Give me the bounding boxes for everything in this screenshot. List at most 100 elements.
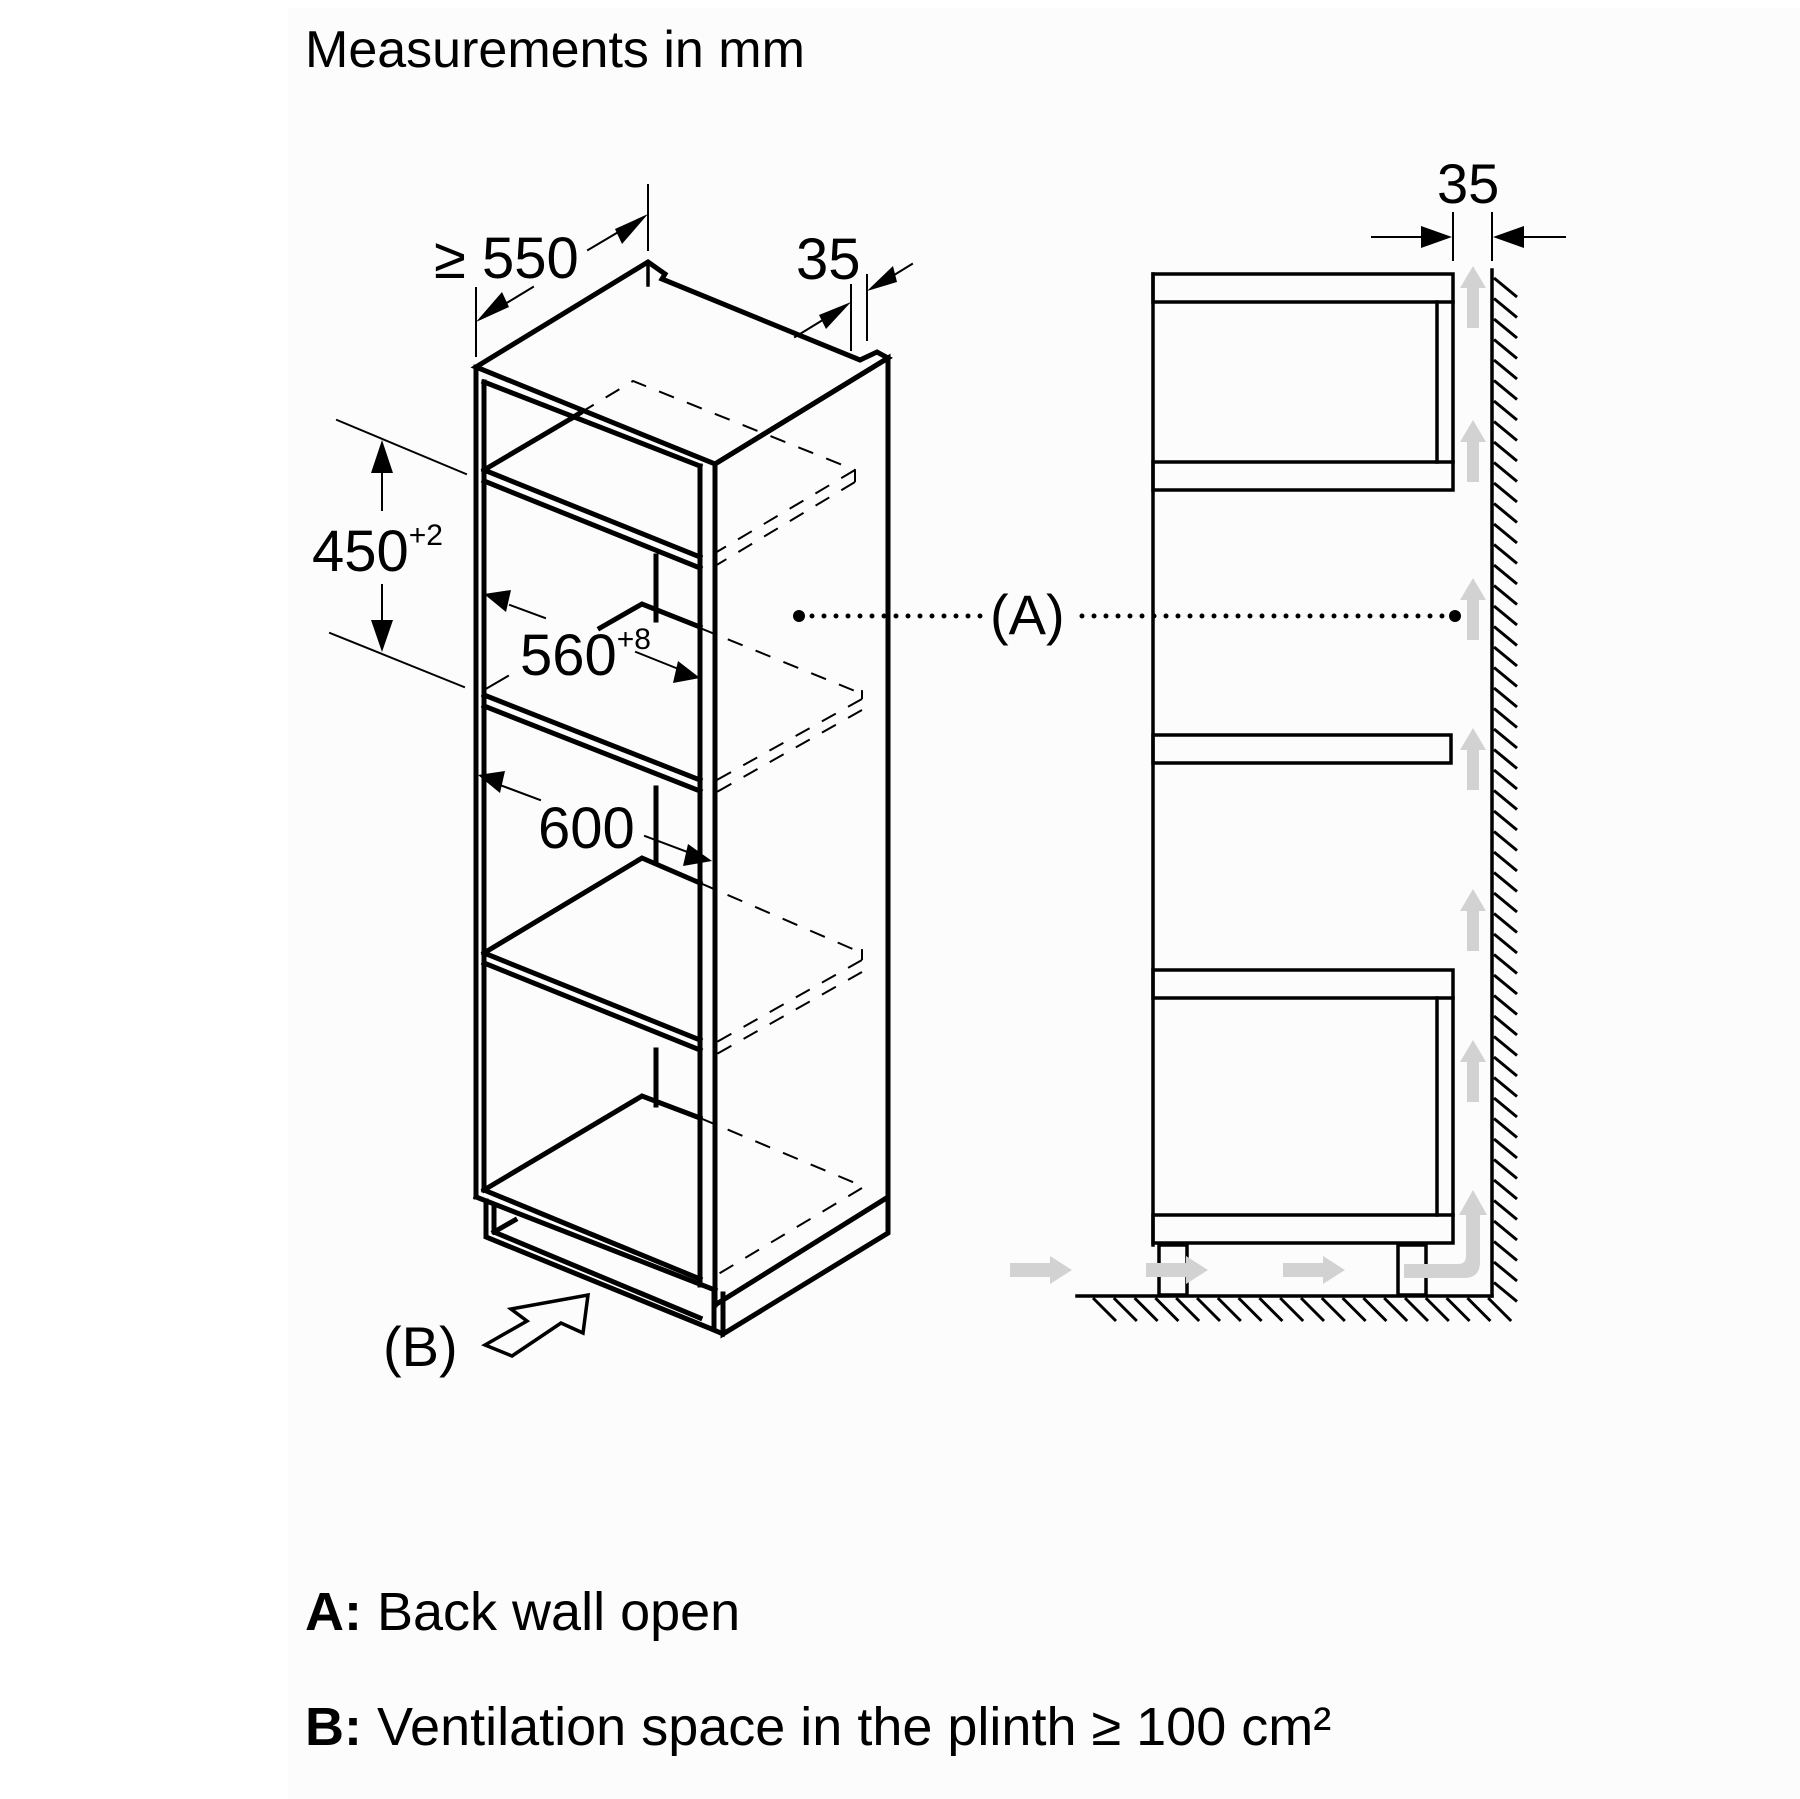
shelf-3-hidden-back — [699, 882, 863, 960]
floor-hatch-stroke — [1445, 1296, 1471, 1323]
niche-width-value: 560 — [520, 623, 617, 688]
cabinet-width-leader-right — [643, 834, 692, 855]
wall-hatch-stroke — [1493, 809, 1518, 832]
floor-hatch-stroke — [1258, 1296, 1284, 1323]
wall-hatch-stroke — [1493, 440, 1518, 463]
drawing-panel — [288, 8, 1800, 1799]
airflow-arrow-icon — [1460, 266, 1486, 328]
shelf-3-surface — [480, 855, 704, 957]
dimension-rear-gap-iso: 35 — [793, 227, 914, 351]
wall-hatch-stroke — [1493, 481, 1518, 504]
floor-hatch-stroke — [1175, 1296, 1201, 1323]
floor-hatch-stroke — [1424, 1296, 1450, 1323]
side-gap-arrowhead-right — [1493, 226, 1524, 248]
wall-hatch-stroke — [1493, 727, 1518, 750]
height-extension-bottom — [328, 631, 466, 689]
wall-hatch-stroke — [1493, 543, 1518, 565]
wall-hatch-stroke — [1493, 748, 1518, 770]
wall-hatch-stroke — [1493, 379, 1518, 401]
wall-hatch-stroke — [1493, 1199, 1518, 1221]
wall-hatch-stroke — [1493, 522, 1518, 545]
wall-hatch-stroke — [1493, 461, 1518, 483]
width-arrowhead-left — [484, 590, 511, 612]
depth-arrowhead-left — [476, 292, 509, 322]
middle-shelf — [1151, 733, 1453, 765]
bottom-unit-top-panel — [1151, 968, 1455, 1000]
width-arrowhead-right — [673, 661, 700, 683]
dimension-cabinet-width: 600 — [478, 771, 712, 866]
shelf-1-front-top — [480, 466, 704, 561]
wall-hatch-stroke — [1493, 1219, 1518, 1242]
hatched-wall-icon — [1493, 276, 1518, 1303]
dimension-niche-height: 450+2 — [312, 418, 468, 689]
shelf-1-left-edge — [480, 414, 576, 474]
isometric-cabinet — [470, 259, 893, 1339]
bottom-front-top — [480, 1186, 704, 1283]
wall-hatch-stroke — [1493, 358, 1518, 381]
top-unit-bottom-panel — [1151, 460, 1455, 492]
wall-hatch-stroke — [1493, 850, 1518, 873]
niche-width-label: 560+8 — [520, 623, 651, 688]
wall-hatch-stroke — [1493, 1137, 1518, 1160]
shelf-3-front-bottom — [480, 959, 704, 1054]
niche-height-value: 450 — [312, 519, 409, 584]
back-wall-callout: (A) — [793, 583, 1461, 646]
niche-floor-hidden — [699, 627, 863, 699]
shelf-1-front-bottom — [480, 477, 704, 572]
floor-hatch-stroke — [1320, 1296, 1346, 1323]
side-view: 35 — [1010, 152, 1566, 1323]
bottom-floor-hidden — [699, 1117, 863, 1189]
shelf-1-hidden-back — [579, 379, 856, 482]
shelf-2-hidden-edge-b — [714, 709, 863, 794]
wall-hatch-stroke — [1493, 953, 1518, 975]
cabinet-width-arrowhead-left — [478, 771, 505, 793]
cabinet-side-panel — [712, 353, 891, 1310]
callout-dot-start — [793, 610, 805, 622]
plinth-inner-return — [490, 1216, 519, 1236]
floor-hatch-stroke — [1403, 1296, 1430, 1323]
floor-hatch-stroke — [1237, 1296, 1263, 1323]
wall-hatch-stroke — [1493, 1117, 1518, 1139]
shelf-3-front-top — [480, 949, 704, 1044]
wall-hatch-stroke — [1493, 338, 1518, 360]
callout-dot-end — [1449, 610, 1461, 622]
wall-hatch-stroke — [1493, 625, 1518, 647]
niche-width-tolerance: +8 — [617, 623, 651, 656]
airflow-arrow-icon — [1460, 728, 1486, 790]
airflow-arrow-icon — [1010, 1256, 1072, 1284]
wall-hatch-stroke — [1493, 1260, 1518, 1283]
wall-hatch-stroke — [1493, 276, 1518, 299]
wall-hatch-stroke — [1493, 584, 1518, 606]
airflow-arrow-icon — [1460, 578, 1486, 640]
wall-hatch-stroke — [1493, 891, 1518, 914]
shelf-3-hidden-edge-a — [714, 959, 863, 1044]
width-return-left — [482, 674, 510, 692]
wall-hatch-stroke — [1493, 502, 1518, 524]
side-gap-label: 35 — [1437, 152, 1499, 215]
shelf-2-front-bottom — [480, 702, 704, 795]
plinth-callout-text: (B) — [383, 1315, 458, 1378]
wall-hatch-stroke — [1493, 707, 1518, 729]
floor-hatch-stroke — [1341, 1296, 1367, 1323]
page-title: Measurements in mm — [305, 21, 805, 79]
airflow-arrow-icon — [1146, 1256, 1208, 1284]
dimension-depth: ≥ 550 — [434, 184, 649, 357]
legend-text-a: Back wall open — [377, 1582, 741, 1642]
floor-hatch-stroke — [1112, 1296, 1138, 1323]
legend-key-b: B: — [305, 1697, 362, 1757]
floor-hatch-stroke — [1091, 1296, 1118, 1323]
wall-hatch-stroke — [1493, 1055, 1518, 1078]
wall-hatch-stroke — [1493, 932, 1518, 955]
floor-hatch-stroke — [1466, 1296, 1492, 1323]
legend-item-a: A: Back wall open — [305, 1585, 740, 1639]
plinth-front — [483, 1198, 717, 1334]
bottom-front-bottom — [472, 1193, 719, 1294]
wall-hatch-stroke — [1493, 645, 1518, 668]
wall-hatch-stroke — [1493, 1178, 1518, 1201]
legend-text-b: Ventilation space in the plinth ≥ 100 cm… — [377, 1697, 1332, 1757]
wall-hatch-stroke — [1493, 994, 1518, 1016]
floor-hatch-stroke — [1299, 1296, 1326, 1323]
wall-hatch-stroke — [1493, 297, 1518, 319]
wall-hatch-stroke — [1493, 1240, 1518, 1262]
floor-hatch-stroke — [1279, 1296, 1305, 1323]
